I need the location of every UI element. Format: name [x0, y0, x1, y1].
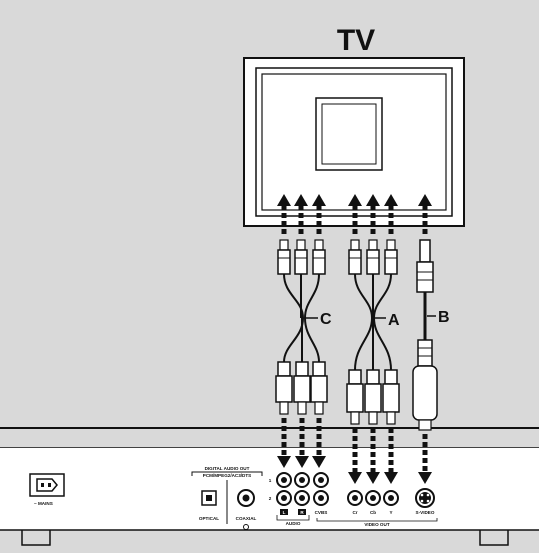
- digital-formats-label: PCM/MPEG2/AC3/DTS: [203, 473, 252, 478]
- digital-audio-out-label: DIGITAL AUDIO OUT: [205, 466, 250, 471]
- video-out-bracket: [316, 518, 438, 522]
- tv-input-arrows: [281, 206, 428, 234]
- audio-cvbs-jacks: [276, 472, 329, 506]
- row-2-label: 2: [269, 496, 272, 501]
- audio-label: AUDIO: [286, 521, 301, 526]
- component-video-jacks: [347, 490, 399, 506]
- svideo-jack: [415, 488, 435, 508]
- cable-a: [346, 239, 400, 425]
- video-out-label: VIDEO OUT: [364, 522, 389, 527]
- tv-title: TV: [337, 24, 375, 57]
- row-1-label: 1: [269, 478, 272, 483]
- audio-l-label: L: [283, 510, 286, 515]
- mains-socket: [29, 473, 65, 497]
- digital-audio-bracket: [191, 471, 263, 524]
- cable-a-label: A: [388, 312, 400, 329]
- coaxial-ground-mark: [243, 524, 249, 530]
- mains-text: MAINS: [38, 501, 53, 506]
- cable-c-label: C: [320, 311, 332, 328]
- mains-tilde: ~: [34, 501, 38, 506]
- cable-b: [412, 239, 438, 431]
- rear-panel: [0, 448, 539, 530]
- coaxial-port: [237, 489, 255, 507]
- device-foot-right: [479, 530, 509, 546]
- device-input-arrows: [281, 418, 428, 472]
- audio-bracket: [276, 515, 310, 521]
- coaxial-label: COAXIAL: [236, 516, 257, 521]
- tv-arrowheads: [277, 194, 432, 206]
- mains-label: ~ MAINS: [34, 501, 53, 506]
- device-arrowheads: [277, 456, 432, 484]
- audio-lr-markers: [280, 509, 306, 515]
- optical-port: [201, 490, 217, 506]
- cable-c: [275, 239, 328, 415]
- cvbs-label: CVBS: [315, 510, 328, 515]
- audio-r-label: R: [300, 510, 304, 515]
- cr-label: Cr: [352, 510, 357, 515]
- svideo-label: S-VIDEO: [416, 510, 435, 515]
- cb-label: Cb: [370, 510, 376, 515]
- optical-label: OPTICAL: [199, 516, 219, 521]
- cable-b-label: B: [438, 309, 450, 326]
- y-label: Y: [389, 510, 392, 515]
- device-foot-left: [21, 530, 51, 546]
